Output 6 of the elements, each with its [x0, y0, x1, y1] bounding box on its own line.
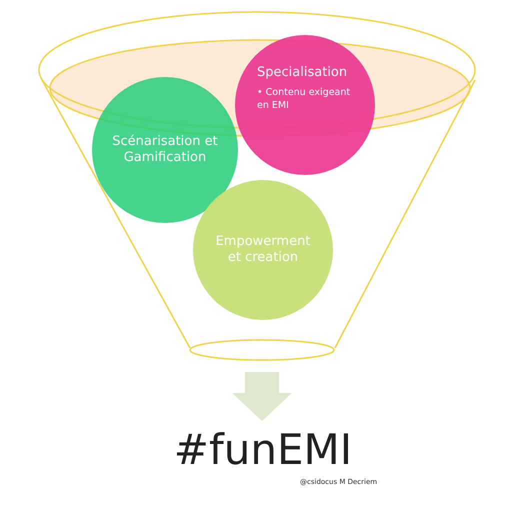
circle-heading: Empowerment et creation [214, 234, 312, 266]
bullet-text: • Contenu exigeant en EMI [257, 87, 352, 112]
arrow [232, 372, 292, 421]
title-text: #funEMI [163, 425, 363, 474]
circle-heading: Scénarisation et Gamification [111, 134, 219, 166]
circle-heading: Specialisation [257, 65, 348, 82]
